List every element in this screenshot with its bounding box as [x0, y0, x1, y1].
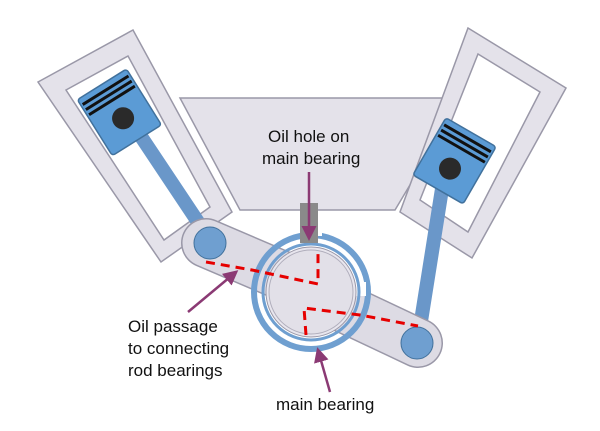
main-bearing-arrow-icon: [314, 347, 332, 393]
right-piston-icon: [413, 118, 496, 204]
left-piston-icon: [77, 69, 162, 156]
oil-passage-label-line3: rod bearings: [128, 361, 223, 380]
oil-hole-label-line2: main bearing: [262, 149, 360, 168]
oil-passage-arrow-icon: [187, 270, 239, 313]
oil-passage-line-2: [302, 306, 419, 336]
right-rod-bearing: [400, 326, 434, 360]
left-rod-bearing: [193, 226, 227, 260]
oil-passage-label-line1: Oil passage: [128, 317, 218, 336]
oil-hole-label-line1: Oil hole on: [268, 127, 349, 146]
oil-passage-line: [205, 250, 320, 286]
crank-journal: [268, 249, 354, 335]
main-bearing-label: main bearing: [276, 395, 374, 414]
engine-block: [178, 97, 464, 211]
oil-passage-label-line2: to connecting: [128, 339, 229, 358]
right-connecting-rod: [411, 163, 452, 347]
